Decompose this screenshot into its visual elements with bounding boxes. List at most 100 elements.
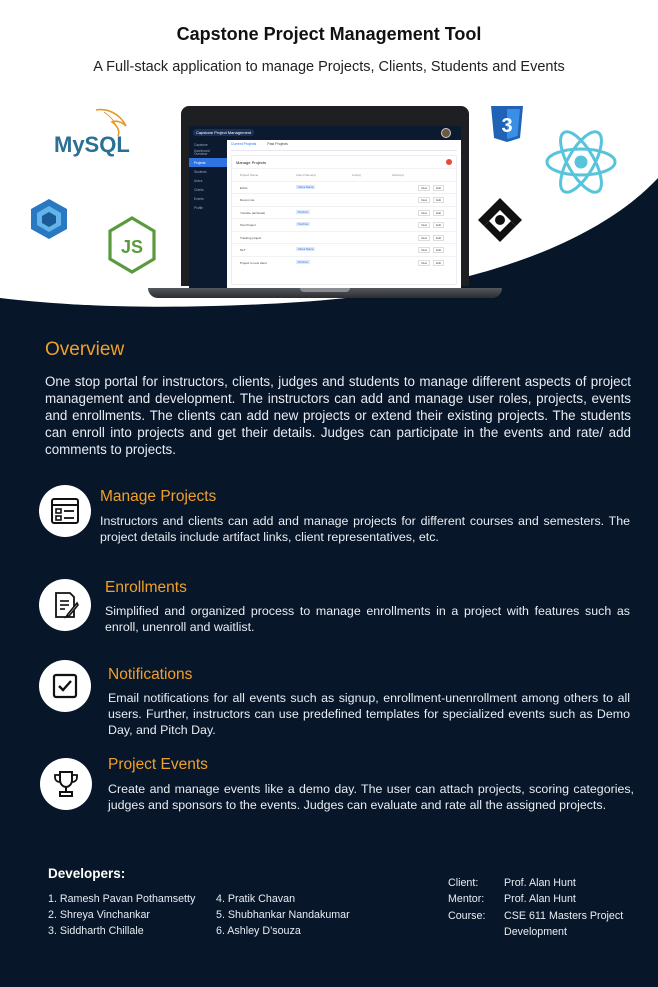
view-button[interactable]: View [417, 247, 430, 253]
projects-table: Project Name Client Name(s) Link(s) Acti… [232, 168, 456, 268]
client-tag: Client Name [296, 247, 316, 251]
sidebar-item-dashboard: Capstone Dashboard [194, 143, 210, 153]
app-tabs: Current Projects Past Projects [231, 142, 457, 151]
mysql-wordmark: MySQL [54, 132, 130, 157]
view-button[interactable]: View [417, 234, 430, 241]
view-button[interactable]: View [417, 197, 430, 203]
projects-list-icon [51, 498, 79, 524]
card-title: Manage Projects [236, 160, 267, 165]
feature-text: Email notifications for all events such … [108, 691, 630, 737]
edit-button[interactable]: Edit [433, 234, 444, 241]
css3-icon: 3 [489, 106, 525, 147]
mentor-value: Prof. Alan Hunt [504, 893, 576, 905]
sequelize-icon [30, 198, 68, 245]
edit-button[interactable]: Edit [433, 259, 444, 266]
project-name: ECCL [240, 185, 249, 190]
course-label: Course: [448, 910, 486, 922]
edit-button[interactable]: Edit [433, 209, 444, 216]
feature-text: Instructors and clients can add and mana… [100, 514, 630, 544]
client-tag: Ted Fox [296, 209, 310, 214]
edit-button[interactable]: Edit [433, 197, 444, 203]
manage-projects-card: Manage Projects Project Name Client Name… [231, 155, 457, 285]
client-label: Client: [448, 877, 479, 889]
app-sidebar: Capstone Dashboard Overview Projects Stu… [189, 140, 227, 288]
project-name: Tracking project [240, 235, 262, 240]
sidebar-item-profile: Profile [194, 206, 204, 210]
feature-title: Notifications [108, 666, 193, 683]
developer-name: 6. Ashley D’souza [216, 925, 301, 937]
page-title: Capstone Project Management Tool [176, 24, 482, 44]
nodejs-icon: JS [107, 216, 157, 279]
edit-button[interactable]: Edit [433, 222, 444, 228]
react-icon [543, 127, 619, 202]
sidebar-item-users: Users [194, 179, 203, 183]
app-screenshot: Capstone Project Management Capstone Das… [189, 126, 461, 288]
laptop-notch [300, 288, 350, 292]
tab-past-projects: Past Projects [267, 142, 288, 146]
laptop-base [148, 288, 502, 298]
view-button[interactable]: View [417, 222, 430, 228]
delete-icon [446, 159, 452, 165]
sidebar-item-students: Students [194, 170, 207, 174]
sidebar-item-clients: Clients [194, 188, 204, 192]
mentor-label: Mentor: [448, 893, 485, 905]
mysql-logo: MySQL [52, 106, 132, 165]
client-tag: Ted Fox [296, 222, 310, 226]
sidebar-item-events: Events [194, 197, 204, 201]
page-subtitle: A Full-stack application to manage Proje… [93, 59, 565, 75]
edit-button[interactable]: Edit [433, 247, 444, 253]
developer-name: 2. Shreya Vinchankar [48, 909, 150, 921]
view-button[interactable]: View [417, 209, 430, 216]
feature-icon-container [39, 660, 91, 712]
trophy-icon [54, 771, 78, 797]
overview-heading: Overview [45, 339, 125, 360]
project-name: Recon Lite [240, 198, 255, 202]
css3-label: 3 [501, 115, 512, 137]
feature-title: Enrollments [105, 579, 187, 596]
view-button[interactable]: View [417, 259, 430, 266]
checkbox-icon [52, 673, 78, 699]
course-value: CSE 611 Masters Project Development [504, 910, 624, 938]
feature-icon-container [40, 758, 92, 810]
developers-heading: Developers: [48, 866, 126, 881]
app-name: Capstone Project Management [193, 129, 255, 136]
client-tag: Client Name [296, 184, 316, 189]
ant-design-icon [476, 196, 524, 249]
developer-name: 1. Ramesh Pavan Pothamsetty [48, 893, 196, 905]
column-header: Project Name [240, 173, 259, 177]
developers-list-2: 4. Pratik Chavan 5. Shubhankar Nandakuma… [216, 891, 350, 939]
feature-text: Create and manage events like a demo day… [108, 782, 634, 812]
nodejs-label: JS [121, 237, 143, 257]
feature-text: Simplified and organized process to mana… [105, 604, 630, 634]
feature-icon-container [39, 579, 91, 631]
tab-current-projects: Current Projects [231, 142, 257, 146]
edit-document-icon [55, 592, 79, 619]
avatar [441, 128, 451, 138]
column-header: Link(s) [352, 173, 362, 177]
developer-name: 3. Siddharth Chillale [48, 925, 144, 937]
feature-icon-container [39, 485, 91, 537]
table-header-row: Project Name Client Name(s) Link(s) Acti… [232, 168, 456, 181]
overview-text: One stop portal for instructors, clients… [45, 374, 631, 457]
sidebar-item-projects: Projects [189, 158, 227, 167]
developer-name: 4. Pratik Chavan [216, 893, 296, 905]
feature-title: Manage Projects [100, 488, 217, 505]
column-header: Action(s) [392, 173, 404, 177]
developers-list-1: 1. Ramesh Pavan Pothamsetty 2. Shreya Vi… [48, 891, 195, 939]
app-main: Current Projects Past Projects Manage Pr… [231, 142, 457, 288]
app-header: Capstone Project Management [189, 126, 461, 140]
sidebar-item-overview: Overview [194, 152, 208, 156]
project-name: Project to new client [240, 260, 267, 265]
project-name: NLT [240, 248, 246, 252]
project-name: Test Project [240, 223, 256, 227]
client-tag: Ted Fox [296, 259, 310, 264]
view-button[interactable]: View [417, 184, 430, 191]
edit-button[interactable]: Edit [433, 184, 444, 191]
developer-name: 5. Shubhankar Nandakumar [216, 909, 350, 921]
